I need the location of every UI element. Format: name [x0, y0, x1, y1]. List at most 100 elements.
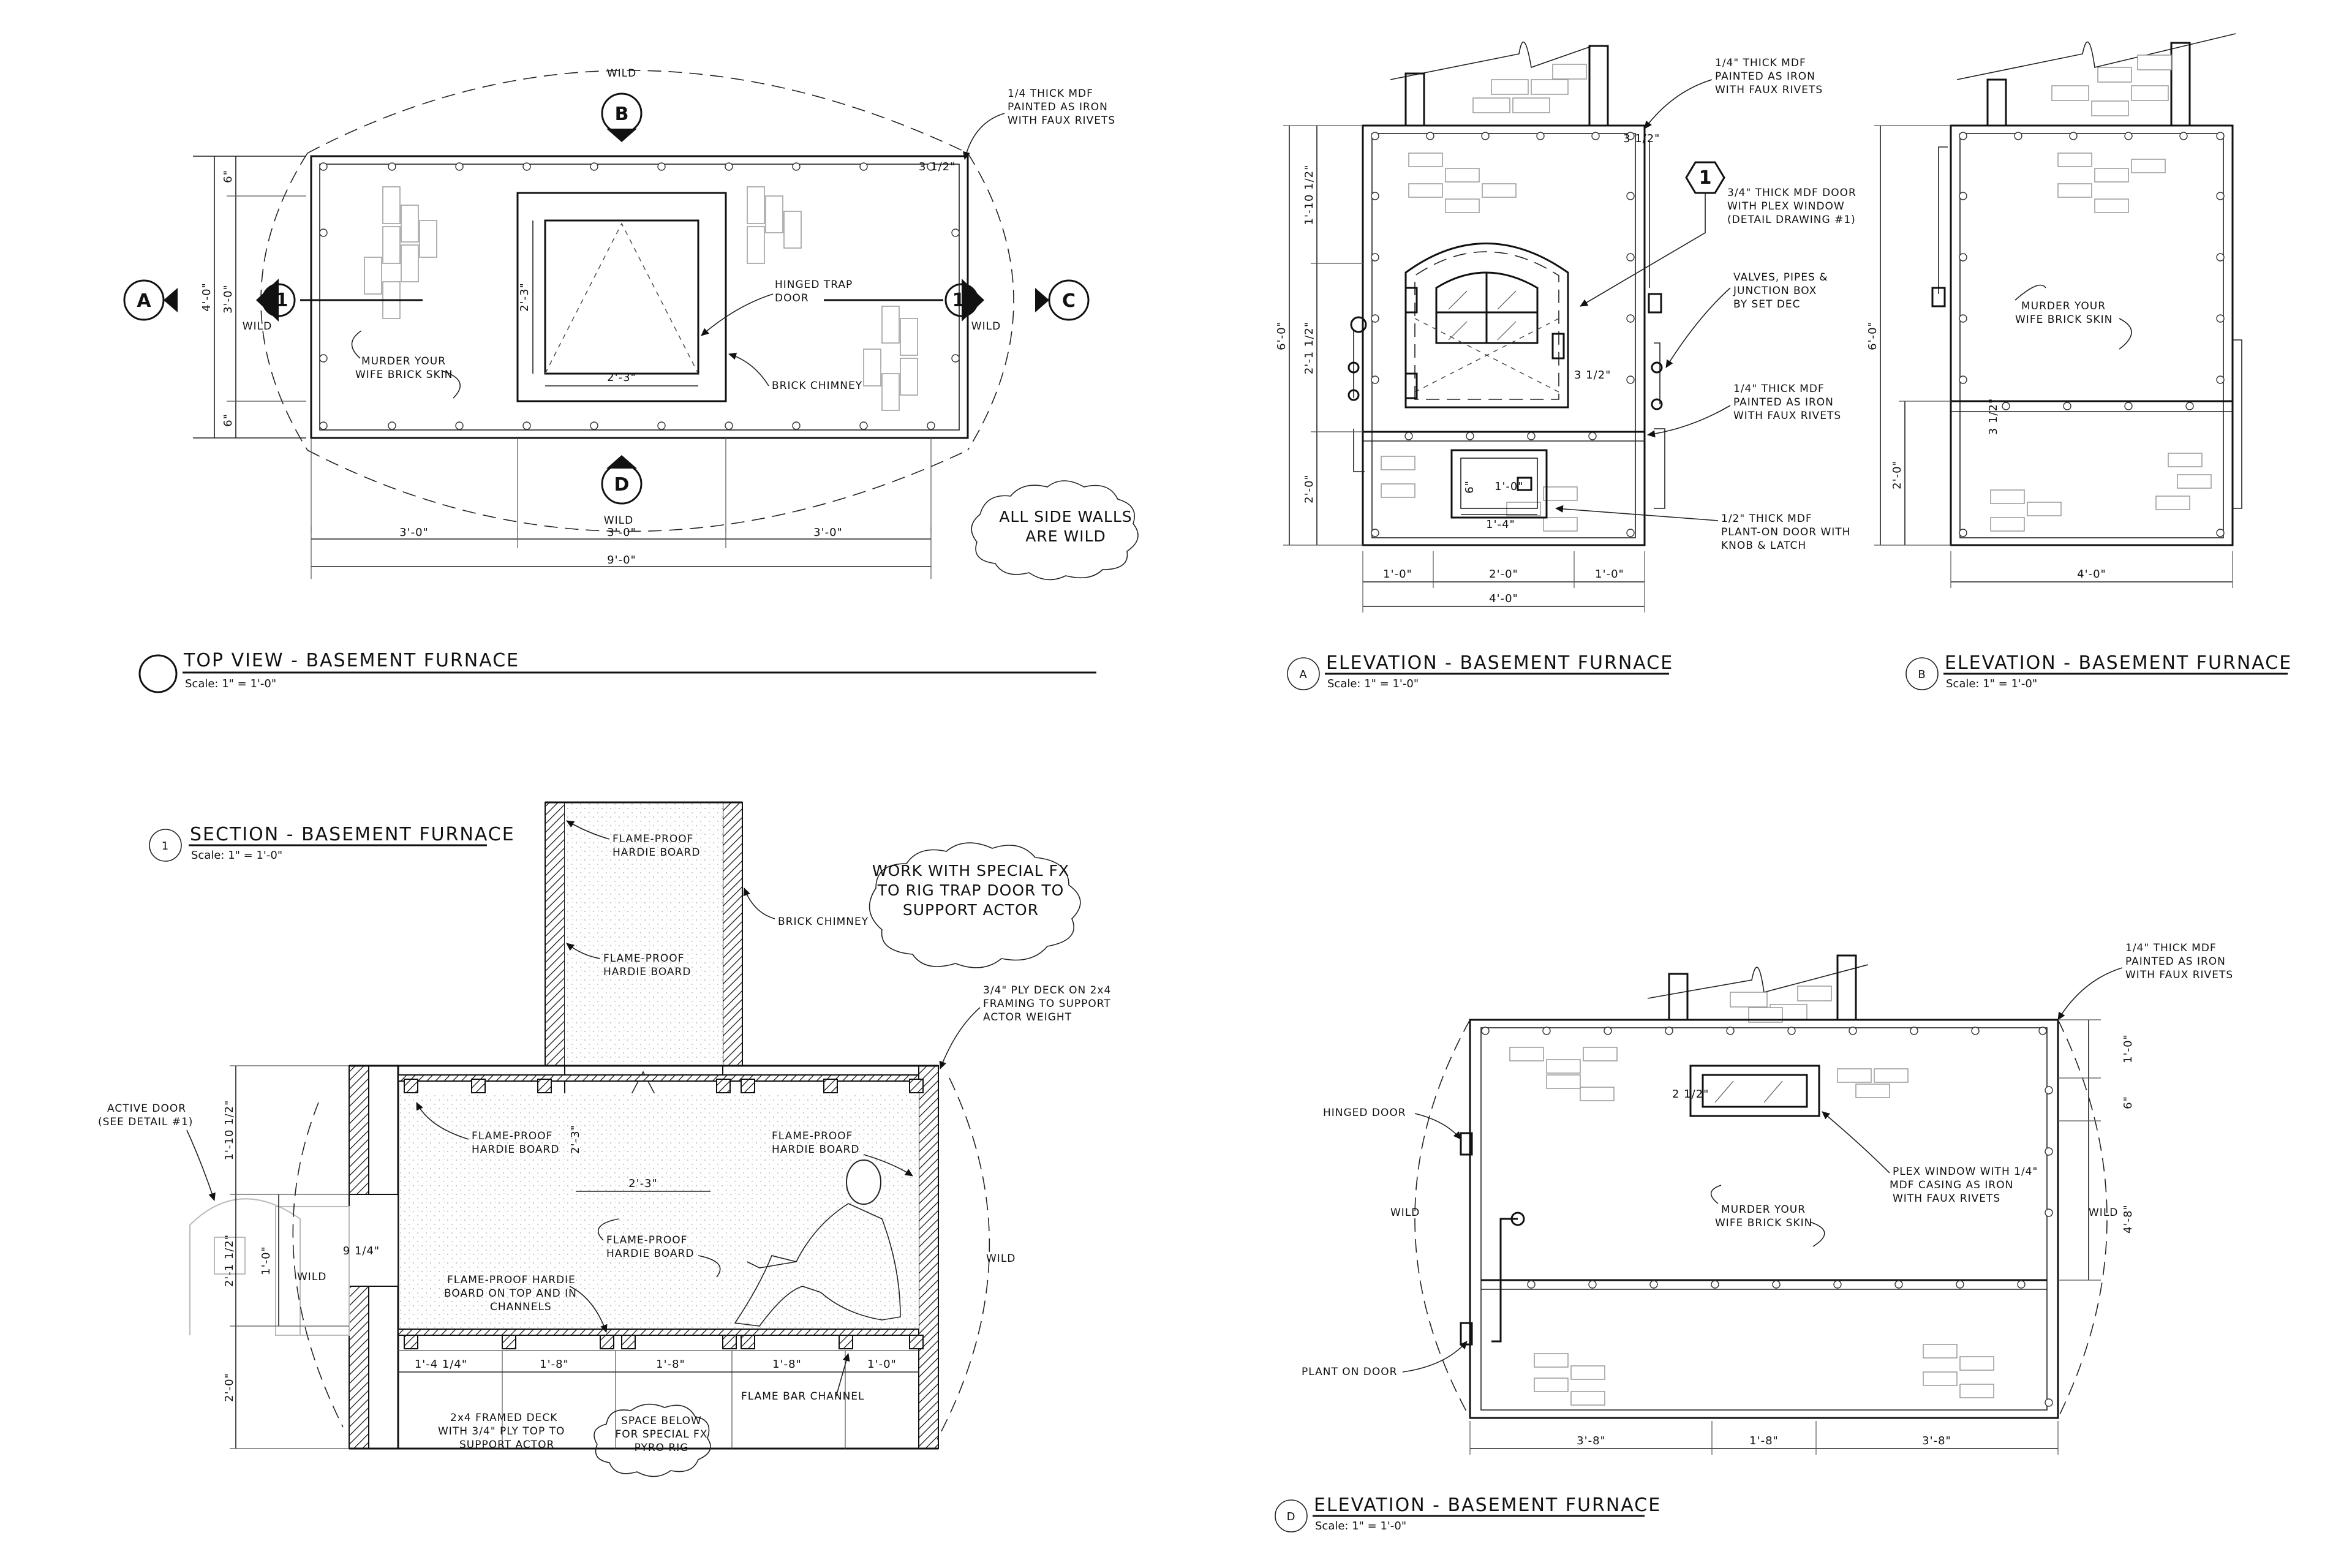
dim-chimney-horizontal: 2'-3" — [607, 371, 636, 384]
dim-elev-a-3-1-2-door: 3 1/2" — [1574, 369, 1611, 382]
section-note-active-2: (SEE DETAIL #1) — [98, 1116, 193, 1128]
dim-elev-b-4-0: 4'-0" — [2077, 568, 2106, 581]
section-title: SECTION - BASEMENT FURNACE — [190, 824, 515, 845]
elev-d-scale: Scale: 1" = 1'-0" — [1315, 1520, 1406, 1532]
wild-label-top: WILD — [607, 67, 636, 80]
dim-section-b4: 1'-8" — [772, 1358, 802, 1371]
section-note-hardie6-3: CHANNELS — [490, 1301, 552, 1313]
top-view-title: TOP VIEW - BASEMENT FURNACE — [183, 650, 519, 671]
dim-chimney-vertical: 2'-3" — [518, 282, 531, 312]
dim-bottom-total: 9'-0" — [607, 554, 636, 567]
section-chimney-wall-left — [545, 802, 565, 1066]
section-deck-blocks-top — [404, 1079, 924, 1093]
elev-a-note-mdf-mid-3: WITH FAUX RIVETS — [1733, 410, 1841, 422]
top-view-title-bubble — [138, 654, 178, 693]
section-note-chimney: BRICK CHIMNEY — [778, 916, 869, 928]
note-brick-chimney: BRICK CHIMNEY — [772, 380, 862, 392]
elev-a-note-door-1: 3/4" THICK MDF DOOR — [1727, 187, 1856, 199]
elevation-a: 6'-0" 1'-10 1/2" 2'-1 1/2" 2'-0" 3 1/2" … — [1275, 41, 1856, 690]
elev-d-note-plex-2: MDF CASING AS IRON — [1890, 1179, 2013, 1191]
elev-a-detail-hex-text: 1 — [1699, 167, 1712, 189]
elev-a-note-mdf-top-1: 1/4" THICK MDF — [1715, 57, 1806, 69]
elev-d-plex-window — [1689, 1065, 1820, 1117]
furnace-inner-top — [319, 164, 960, 431]
note-brick-line1: MURDER YOUR — [361, 355, 446, 368]
section-title-bubble — [149, 829, 182, 862]
dim-elev-d-2-1-2: 2 1/2" — [1672, 1088, 1709, 1101]
section-note-hardie2-1: FLAME-PROOF — [603, 952, 684, 965]
elev-a-title: ELEVATION - BASEMENT FURNACE — [1326, 652, 1673, 674]
wild-arc-bottom — [307, 450, 968, 532]
elev-a-door-window — [1435, 271, 1539, 344]
elev-d-wild-right: WILD — [2089, 1207, 2118, 1219]
dim-elev-a-v3: 2'-0" — [1303, 474, 1316, 503]
elev-a-note-door-2: WITH PLEX WINDOW — [1727, 200, 1845, 213]
elev-d-note-plant: PLANT ON DOOR — [1302, 1366, 1397, 1378]
dim-top-6b: 6" — [222, 413, 235, 427]
elev-a-bricks — [1381, 153, 1578, 532]
dim-section-9-1-4: 9 1/4" — [343, 1245, 380, 1257]
dim-top-4-0: 4'-0" — [200, 282, 213, 312]
section-note-hardie1-2: HARDIE BOARD — [612, 846, 700, 859]
elev-d-title: ELEVATION - BASEMENT FURNACE — [1314, 1494, 1661, 1516]
actor-figure — [734, 1159, 901, 1327]
dim-elev-a-h2: 2'-0" — [1489, 568, 1518, 581]
dim-elev-b-6-0: 6'-0" — [1866, 321, 1879, 350]
section-note-space-1: SPACE BELOW — [621, 1415, 702, 1427]
section-marker-left-text: 1 — [276, 290, 288, 311]
elev-a-note-mdf-mid-1: 1/4" THICK MDF — [1733, 383, 1825, 395]
elev-a-door — [1404, 243, 1569, 409]
section-note-hardie6-1: FLAME-PROOF HARDIE — [447, 1274, 576, 1286]
dim-top-3-1-2: 3 1/2" — [919, 160, 956, 173]
section-cloud-fx-line2: TO RIG TRAP DOOR TO — [877, 881, 1065, 899]
elev-a-note-plant-2: PLANT-ON DOOR WITH — [1721, 526, 1850, 538]
section-note-hardie6-2: BOARD ON TOP AND IN — [444, 1287, 577, 1300]
dim-elev-d-h3: 3'-8" — [1922, 1434, 1951, 1447]
dim-bottom-seg3: 3'-0" — [813, 526, 843, 539]
section-wild-arc-right — [937, 1077, 990, 1440]
dim-elev-b-3-1-2: 3 1/2" — [1987, 398, 2000, 435]
section-note-active-1: ACTIVE DOOR — [107, 1102, 186, 1115]
section-note-hardie4-1: FLAME-PROOF — [772, 1130, 853, 1142]
dim-elev-a-total: 4'-0" — [1489, 592, 1518, 605]
dim-elev-d-6: 6" — [2122, 1096, 2135, 1109]
elev-b-title-letter: B — [1918, 668, 1926, 681]
elev-d-wild-arc-left — [1414, 1019, 1471, 1419]
elev-d-note-plex-3: WITH FAUX RIVETS — [1893, 1193, 2000, 1205]
note-trap-line2: DOOR — [775, 292, 809, 304]
section-view: 1 SECTION - BASEMENT FURNACE Scale: 1" =… — [98, 801, 1111, 1477]
section-scale: Scale: 1" = 1'-0" — [191, 849, 282, 862]
elev-d-title-letter: D — [1287, 1510, 1296, 1523]
section-arrow-left-icon — [256, 279, 279, 322]
section-note-space-2: FOR SPECIAL FX — [616, 1428, 708, 1441]
dim-elev-d-h1: 3'-8" — [1577, 1434, 1606, 1447]
trap-door-top — [544, 219, 699, 375]
rivets-top — [319, 162, 960, 430]
elev-b-rivets — [1959, 132, 2225, 537]
section-note-hardie4-2: HARDIE BOARD — [772, 1144, 859, 1156]
section-note-hardie3-2: HARDIE BOARD — [472, 1144, 559, 1156]
dim-section-b5: 1'-0" — [867, 1358, 897, 1371]
cloud-walls-line2: ARE WILD — [1025, 527, 1106, 545]
section-note-space-3: PYRO RIG — [635, 1442, 689, 1454]
elev-d-rivets — [1481, 1027, 2053, 1407]
dim-elev-d-1-0: 1'-0" — [2122, 1034, 2135, 1063]
section-wild-right: WILD — [986, 1253, 1016, 1265]
dim-section-1-0: 1'-0" — [260, 1246, 273, 1275]
note-brick-line2: WIFE BRICK SKIN — [355, 369, 453, 381]
elev-b-title: ELEVATION - BASEMENT FURNACE — [1945, 652, 2292, 674]
elev-d-title-bubble — [1275, 1499, 1308, 1532]
wild-arc-top — [307, 70, 968, 154]
section-note-hardie2-2: HARDIE BOARD — [603, 966, 691, 978]
elev-d-wild-left: WILD — [1390, 1207, 1420, 1219]
brick-chimney-top — [516, 192, 727, 402]
elev-d-note-brick-2: WIFE BRICK SKIN — [1715, 1217, 1812, 1229]
section-note-ply-2: FRAMING TO SUPPORT — [983, 998, 1111, 1010]
brick-skin-top — [364, 186, 918, 411]
note-mdf-line1: 1/4 THICK MDF — [1008, 88, 1093, 100]
elevation-d: WILD WILD 1/4" THICK MDF PAINTED AS IRON… — [1275, 942, 2233, 1532]
section-note-ply-3: ACTOR WEIGHT — [983, 1011, 1072, 1023]
dim-section-v1: 1'-10 1/2" — [223, 1100, 236, 1161]
section-note-deck-1: 2x4 FRAMED DECK — [450, 1412, 557, 1424]
elev-d-note-mdf-1: 1/4" THICK MDF — [2125, 942, 2217, 954]
